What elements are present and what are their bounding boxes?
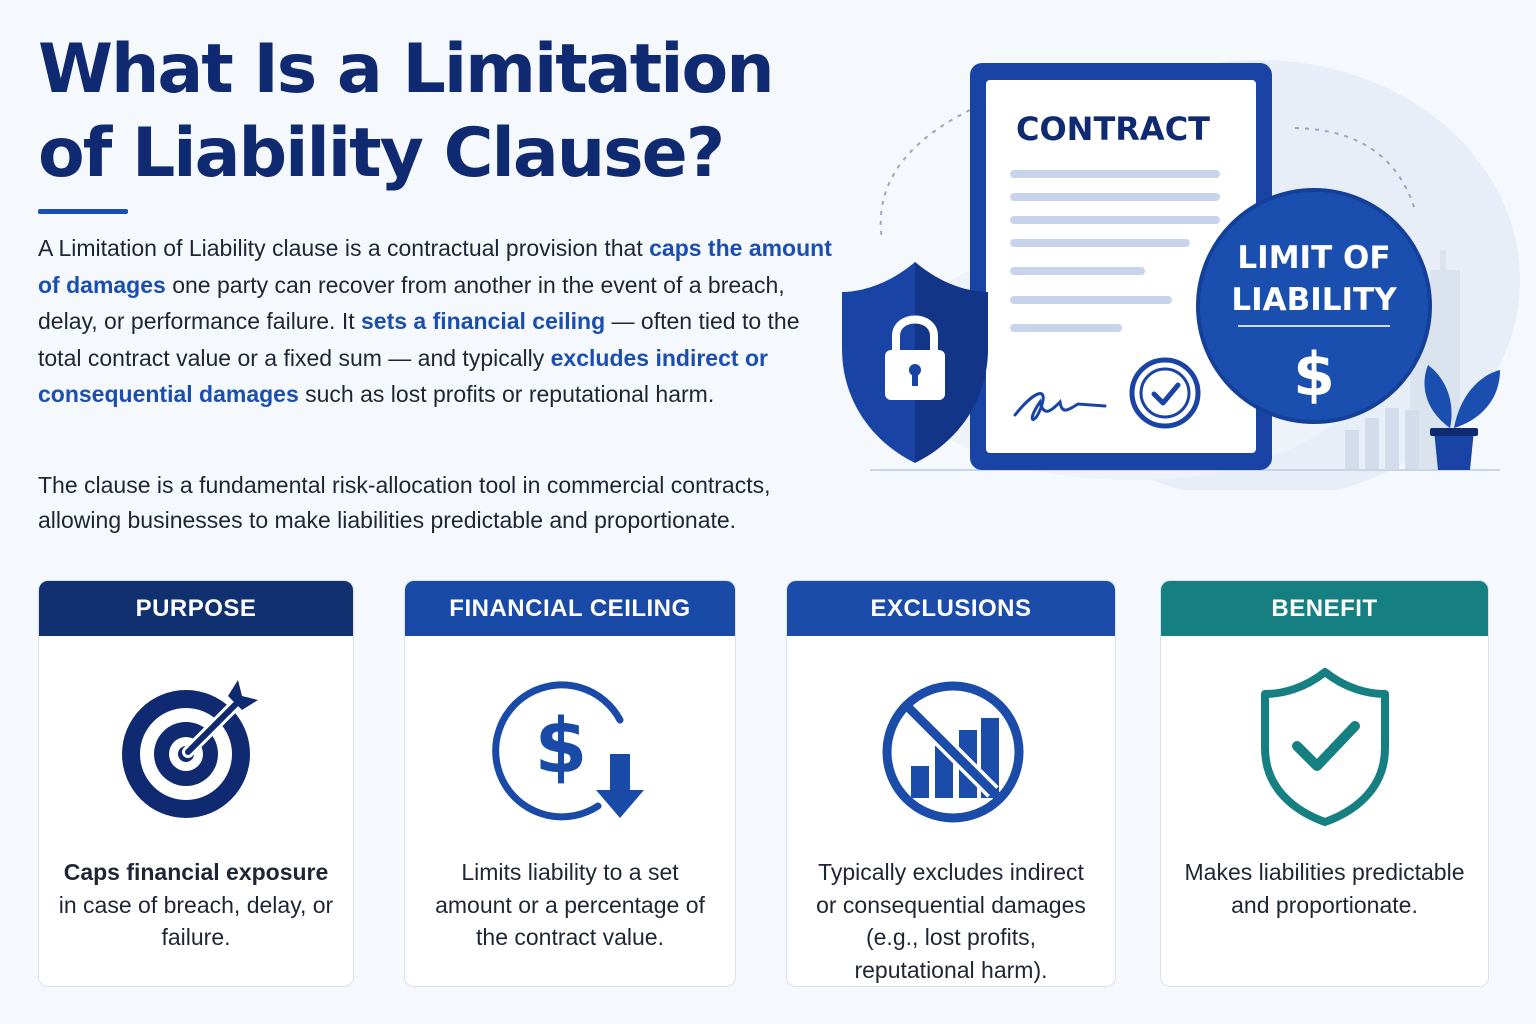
shield-check-icon [1260,668,1389,826]
card-purpose-text: Caps financial exposure in case of breac… [57,856,335,954]
intro-text-1: A Limitation of Liability clause is a co… [38,235,650,261]
plant-icon [1424,365,1500,470]
card-benefit-header: BENEFIT [1161,581,1488,636]
intro-highlight-financial-ceiling: sets a financial ceiling [361,308,606,334]
card-financial-ceiling-header: FINANCIAL CEILING [405,581,735,636]
card-purpose-text-rest: in case of breach, delay, or failure. [58,891,334,951]
target-icon [122,680,258,818]
signature-icon [1013,392,1107,421]
card-exclusions-header: EXCLUSIONS [787,581,1115,636]
contract-label: CONTRACT [1016,110,1210,148]
no-chart-icon [882,681,1024,823]
intro-paragraph: A Limitation of Liability clause is a co… [38,230,838,413]
dashed-arc-left [879,109,971,241]
limit-of-liability-badge: LIMIT OF LIABILITY $ [1196,188,1432,424]
checkmark-icon [1129,357,1201,429]
badge-dollar-symbol: $ [1293,340,1335,410]
card-financial-ceiling: FINANCIAL CEILING $ Limits liability to … [404,580,736,987]
card-purpose-header: PURPOSE [39,581,353,636]
hero-illustration: CONTRACT LIMIT OF LIABILITY $ [842,60,1520,490]
dollar-down-arrow-icon: $ [492,681,644,821]
card-exclusions: EXCLUSIONS Typically excludes indirect o… [786,580,1116,987]
intro-highlight-excludes-damages: excludes indirect or consequential damag… [38,344,768,408]
bar-chart-icon [1345,408,1419,470]
badge-line-2: LIABILITY [1231,282,1397,318]
shield-lock-icon [842,262,988,463]
card-purpose-text-bold: Caps financial exposure [63,859,329,885]
intro-text-2: one party can recover from another in th… [38,271,785,335]
card-benefit-text: Makes liabilities predictable and propor… [1184,859,1465,918]
intro-highlight-caps-damages: caps the amount of damages [38,235,832,298]
contract-document-icon: CONTRACT [970,63,1272,470]
title-line-2: of Liability Clause? [38,114,725,193]
card-financial-ceiling-text: Limits liability to a set amount or a pe… [435,859,705,950]
intro-text-4: such as lost profits or reputational har… [298,381,715,407]
card-purpose: PURPOSE Caps financial exposure in case … [38,580,354,987]
card-benefit: BENEFIT Makes liabilities predictable an… [1160,580,1489,987]
card-exclusions-text: Typically excludes indirect or consequen… [816,859,1086,983]
page-title: What Is a Limitation of Liability Clause… [38,28,818,196]
svg-text:$: $ [535,701,588,790]
badge-line-1: LIMIT OF [1237,240,1390,276]
intro-paragraph-2: The clause is a fundamental risk-allocat… [38,472,771,533]
dashed-arc-right [1294,127,1416,211]
title-line-1: What Is a Limitation [38,30,775,109]
intro-text-3: — often tied to the total contract value… [38,308,800,371]
title-underline [38,209,128,214]
